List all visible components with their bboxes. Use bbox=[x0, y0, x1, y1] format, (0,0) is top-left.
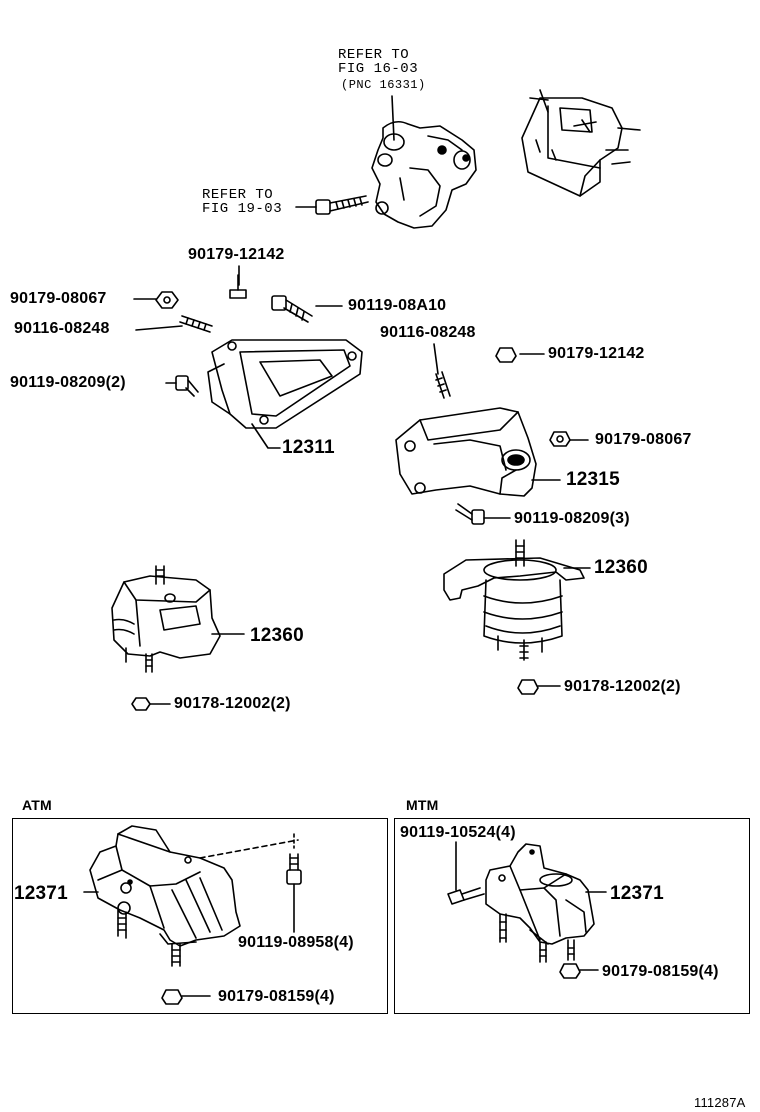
atm-label-90179-08159: 90179-08159(4) bbox=[218, 988, 335, 1005]
ref-fig19-line2: FIG 19-03 bbox=[202, 201, 283, 217]
label-90178-12002-left: 90178-12002(2) bbox=[174, 695, 291, 712]
bracket-12311 bbox=[207, 339, 363, 429]
mtm-label-90119-10524: 90119-10524(4) bbox=[400, 824, 516, 841]
mtm-mount-12371 bbox=[485, 843, 595, 963]
label-90119-08209-3: 90119-08209(3) bbox=[514, 510, 630, 527]
atm-label-12371: 12371 bbox=[14, 883, 68, 904]
label-90179-08067-right: 90179-08067 bbox=[595, 431, 692, 448]
label-90178-12002-right: 90178-12002(2) bbox=[564, 678, 681, 695]
label-90116-08248-left: 90116-08248 bbox=[14, 320, 110, 337]
ref-fig16-line3: (PNC 16331) bbox=[341, 78, 426, 92]
atm-hardware bbox=[83, 833, 302, 1005]
ref-fig16-line1: REFER TO bbox=[338, 47, 410, 63]
mount-12360-right bbox=[443, 539, 585, 661]
label-90119-08209-2: 90119-08209(2) bbox=[10, 374, 126, 391]
mtm-hardware bbox=[447, 841, 607, 979]
atm-section-title: ATM bbox=[22, 797, 52, 813]
figure-number: 111287A bbox=[694, 1095, 746, 1110]
engine-block-detail bbox=[521, 89, 641, 197]
mtm-section-title: MTM bbox=[406, 797, 439, 813]
mtm-label-12371: 12371 bbox=[610, 883, 664, 904]
label-12315: 12315 bbox=[566, 469, 620, 490]
label-90119-08A10: 90119-08A10 bbox=[348, 297, 447, 314]
label-12360-left: 12360 bbox=[250, 625, 304, 646]
mtm-section-box bbox=[394, 818, 750, 1014]
hardware-left-bracket bbox=[155, 274, 313, 397]
bracket-12315 bbox=[395, 347, 571, 525]
leader-fig16 bbox=[391, 95, 395, 141]
label-90179-12142-left: 90179-12142 bbox=[188, 246, 285, 263]
atm-section-box bbox=[12, 818, 388, 1014]
engine-bracket-reference-part bbox=[371, 120, 477, 229]
atm-mount-12371 bbox=[89, 825, 299, 967]
ref-fig16-line2: FIG 16-03 bbox=[338, 61, 419, 77]
atm-label-90119-08958: 90119-08958(4) bbox=[238, 934, 354, 951]
label-12360-right: 12360 bbox=[594, 557, 648, 578]
reference-bolt bbox=[295, 195, 369, 215]
ref-fig19-line1: REFER TO bbox=[202, 187, 274, 203]
mount-12360-left bbox=[111, 565, 221, 673]
label-90116-08248-right: 90116-08248 bbox=[380, 324, 476, 341]
label-12311: 12311 bbox=[282, 437, 335, 458]
leader-lines bbox=[133, 265, 591, 705]
nut-left bbox=[131, 697, 151, 711]
label-90179-08067-left: 90179-08067 bbox=[10, 290, 107, 307]
nut-right bbox=[517, 679, 539, 695]
mtm-label-90179-08159: 90179-08159(4) bbox=[602, 963, 719, 980]
label-90179-12142-right: 90179-12142 bbox=[548, 345, 645, 362]
